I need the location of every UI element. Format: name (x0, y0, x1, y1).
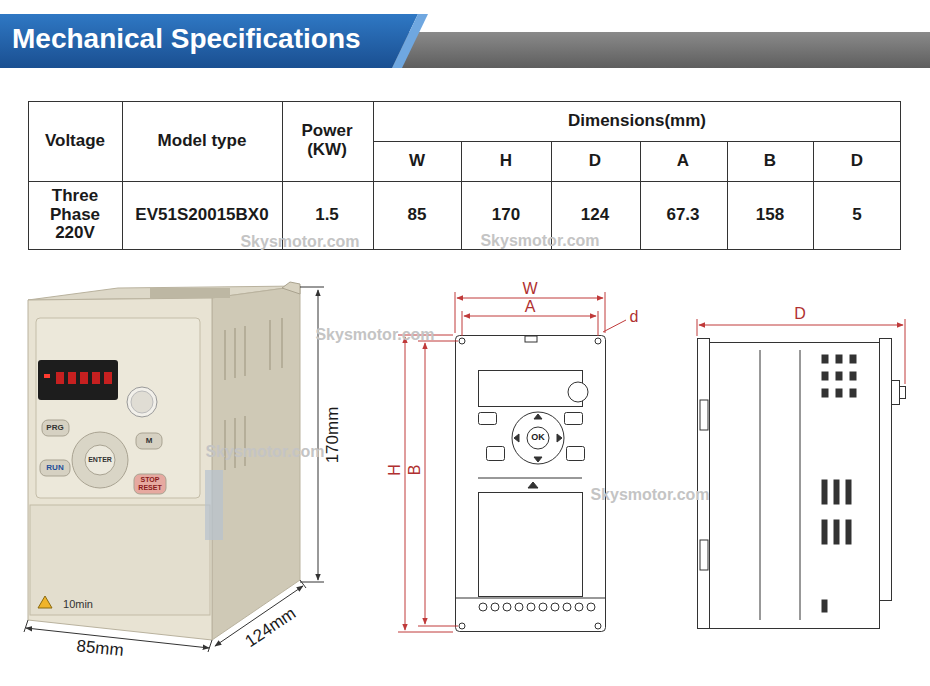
table-header: D (589, 152, 601, 171)
front-view (455, 336, 606, 632)
dimension-letter: d (630, 308, 639, 326)
table-cell: 1.5 (315, 206, 339, 225)
table-header: D (851, 152, 863, 171)
key-label: ENTER (88, 456, 112, 464)
table-header: W (409, 152, 425, 171)
table-cell: Three Phase 220V (35, 187, 115, 243)
watermark: Skysmotor.com (590, 486, 709, 504)
page-title: Mechanical Specifications (12, 24, 361, 55)
table-grid (28, 101, 901, 250)
table-header: H (500, 152, 512, 171)
dimension-label: 170mm (324, 407, 343, 464)
title-banner (0, 14, 930, 68)
watermark: Skysmotor.com (315, 326, 434, 344)
table-cell: 158 (756, 206, 784, 225)
table-header: A (677, 152, 689, 171)
table-cell: 85 (408, 206, 427, 225)
side-view (698, 339, 906, 629)
key-label: RUN (46, 464, 63, 473)
table-cell: 170 (492, 206, 520, 225)
watermark: Skysmotor.com (240, 233, 359, 251)
key-label: M (146, 437, 153, 446)
side-dimension-lines (697, 319, 905, 384)
table-header: Power (KW) (292, 122, 362, 159)
dimension-letter: W (522, 280, 537, 298)
table-cell: EV51S20015BX0 (135, 206, 268, 225)
photo-dimension-lines (24, 287, 324, 652)
watermark: Skysmotor.com (205, 443, 324, 461)
table-header: Voltage (45, 132, 105, 151)
key-label: PRG (46, 424, 63, 433)
dimension-letter: A (525, 298, 536, 316)
dimension-letter: H (386, 464, 404, 476)
table-cell: 67.3 (666, 206, 699, 225)
dimension-label: 85mm (76, 637, 125, 661)
table-cell: 5 (852, 206, 861, 225)
table-header: Model type (158, 132, 247, 151)
drive-photo (28, 282, 300, 640)
dimension-letter: D (794, 305, 806, 323)
watermark: Skysmotor.com (480, 232, 599, 250)
table-header: Dimensions(mm) (568, 112, 706, 131)
key-label: STOP RESET (135, 476, 165, 491)
dimension-letter: B (406, 465, 424, 476)
table-header: B (764, 152, 776, 171)
warning-label: 10min (63, 598, 93, 610)
table-cell: 124 (581, 206, 609, 225)
key-label: OK (531, 433, 545, 443)
